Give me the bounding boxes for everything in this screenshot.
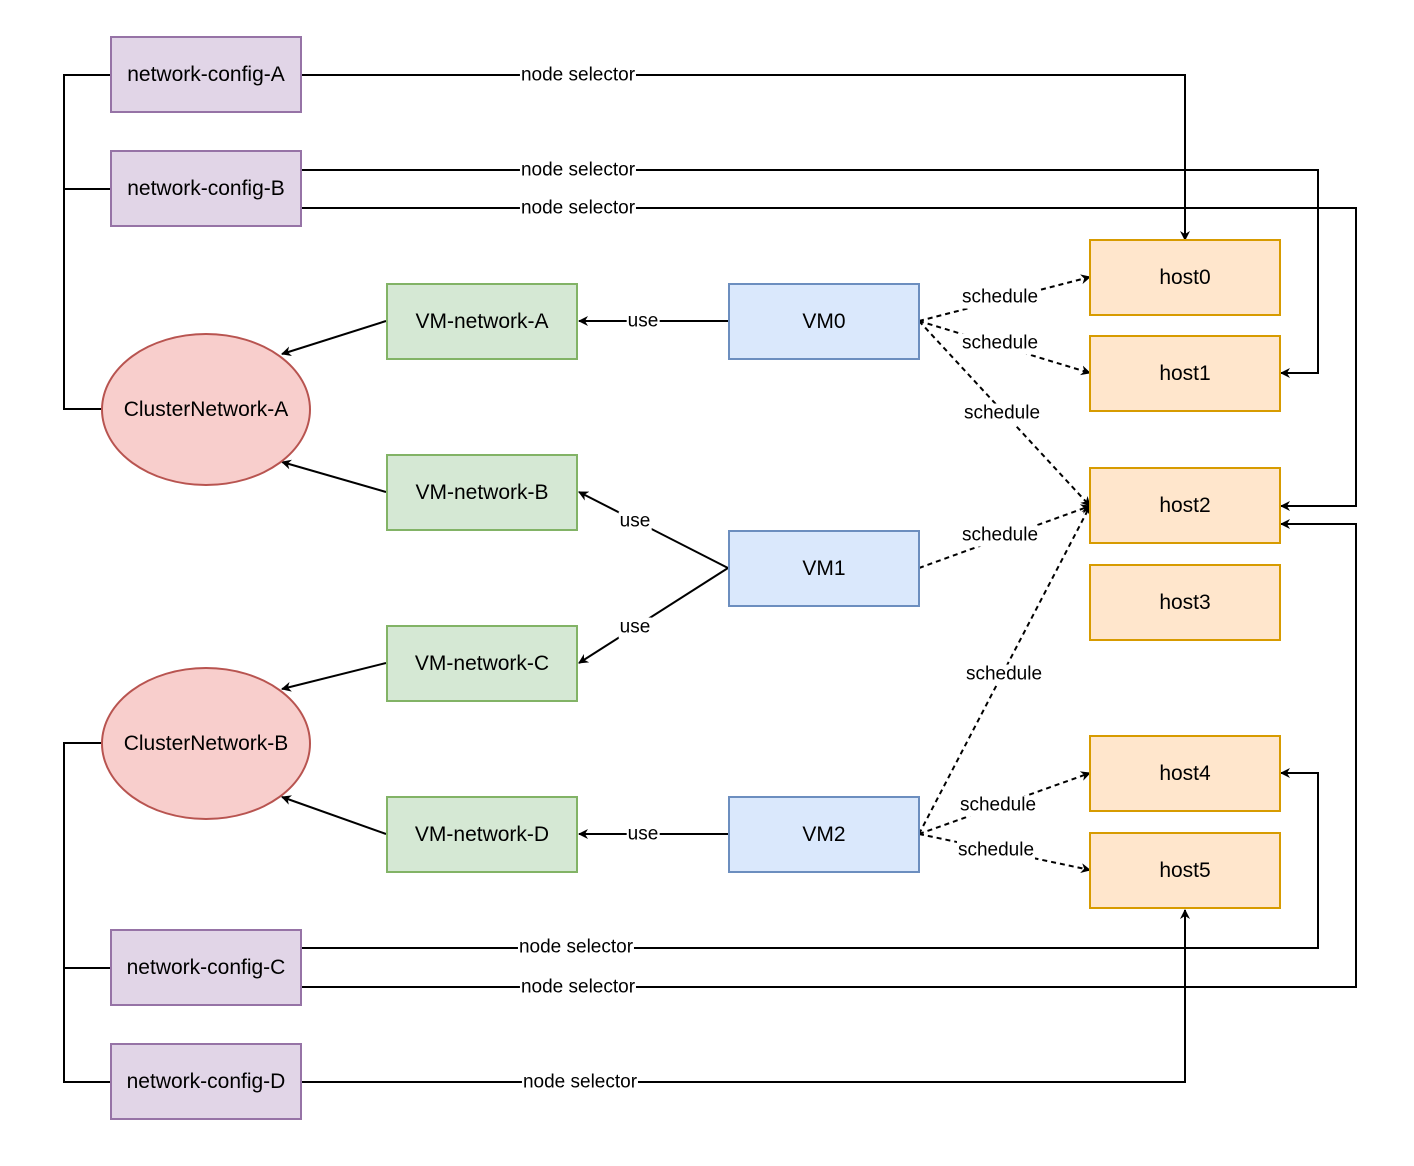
node-selector-b-to-host1	[301, 169, 1319, 378]
cluster-network-b-node[interactable]: ClusterNetwork-B	[101, 667, 311, 820]
vm1-node[interactable]: VM1	[728, 530, 920, 607]
vm-network-d-node[interactable]: VM-network-D	[386, 796, 578, 873]
edge-label-schedule: schedule	[964, 663, 1044, 686]
edge-label-node-selector: node selector	[521, 1071, 639, 1094]
network-config-a-node[interactable]: network-config-A	[110, 36, 302, 113]
host0-node[interactable]: host0	[1089, 239, 1281, 316]
vmnet-d-to-cluster-b	[281, 795, 387, 835]
network-config-c-node[interactable]: network-config-C	[110, 929, 302, 1006]
vm-network-b-node[interactable]: VM-network-B	[386, 454, 578, 531]
host3-node[interactable]: host3	[1089, 564, 1281, 641]
vm-network-a-node[interactable]: VM-network-A	[386, 283, 578, 360]
edge-label-node-selector: node selector	[519, 976, 637, 999]
host5-node[interactable]: host5	[1089, 832, 1281, 909]
edge-label-use: use	[618, 616, 652, 639]
edge-label-node-selector: node selector	[519, 159, 637, 182]
cluster-network-a-node[interactable]: ClusterNetwork-A	[101, 333, 311, 486]
node-selector-d-to-host5	[301, 909, 1190, 1083]
vm1-use-vmnet-c	[578, 567, 729, 664]
vm0-schedule-host1	[918, 320, 1091, 376]
host4-node[interactable]: host4	[1089, 735, 1281, 812]
vmnet-a-to-cluster-a	[281, 320, 387, 357]
edge-label-schedule: schedule	[956, 839, 1036, 862]
node-selector-a-to-host0	[301, 74, 1190, 241]
vmnet-c-to-cluster-b	[281, 662, 387, 692]
vm0-schedule-host0	[918, 274, 1091, 322]
edge-label-schedule: schedule	[962, 402, 1042, 425]
host2-node[interactable]: host2	[1089, 467, 1281, 544]
host1-node[interactable]: host1	[1089, 335, 1281, 412]
vmnet-b-to-cluster-a	[281, 459, 387, 493]
edge-label-use: use	[626, 310, 660, 333]
vm1-use-vmnet-b	[578, 491, 729, 569]
edge-label-schedule: schedule	[960, 524, 1040, 547]
network-config-d-node[interactable]: network-config-D	[110, 1043, 302, 1120]
edge-label-schedule: schedule	[960, 286, 1040, 309]
edge-label-schedule: schedule	[960, 332, 1040, 355]
config-c-to-cluster-b-link	[63, 742, 110, 1083]
edge-label-node-selector: node selector	[519, 64, 637, 87]
edge-label-node-selector: node selector	[517, 936, 635, 959]
edge-label-use: use	[626, 823, 660, 846]
vm2-node[interactable]: VM2	[728, 796, 920, 873]
network-config-b-node[interactable]: network-config-B	[110, 150, 302, 227]
edge-label-schedule: schedule	[958, 794, 1038, 817]
edge-label-use: use	[618, 510, 652, 533]
node-selector-c-to-host2	[301, 519, 1357, 988]
node-selector-b-to-host2	[301, 207, 1357, 511]
vm0-schedule-host2	[918, 320, 1091, 507]
vm0-node[interactable]: VM0	[728, 283, 920, 360]
config-a-to-cluster-a-link	[63, 74, 110, 410]
node-selector-c-to-host4	[301, 768, 1319, 949]
edge-label-node-selector: node selector	[519, 197, 637, 220]
vm2-schedule-host5	[918, 833, 1091, 874]
vm-network-c-node[interactable]: VM-network-C	[386, 625, 578, 702]
